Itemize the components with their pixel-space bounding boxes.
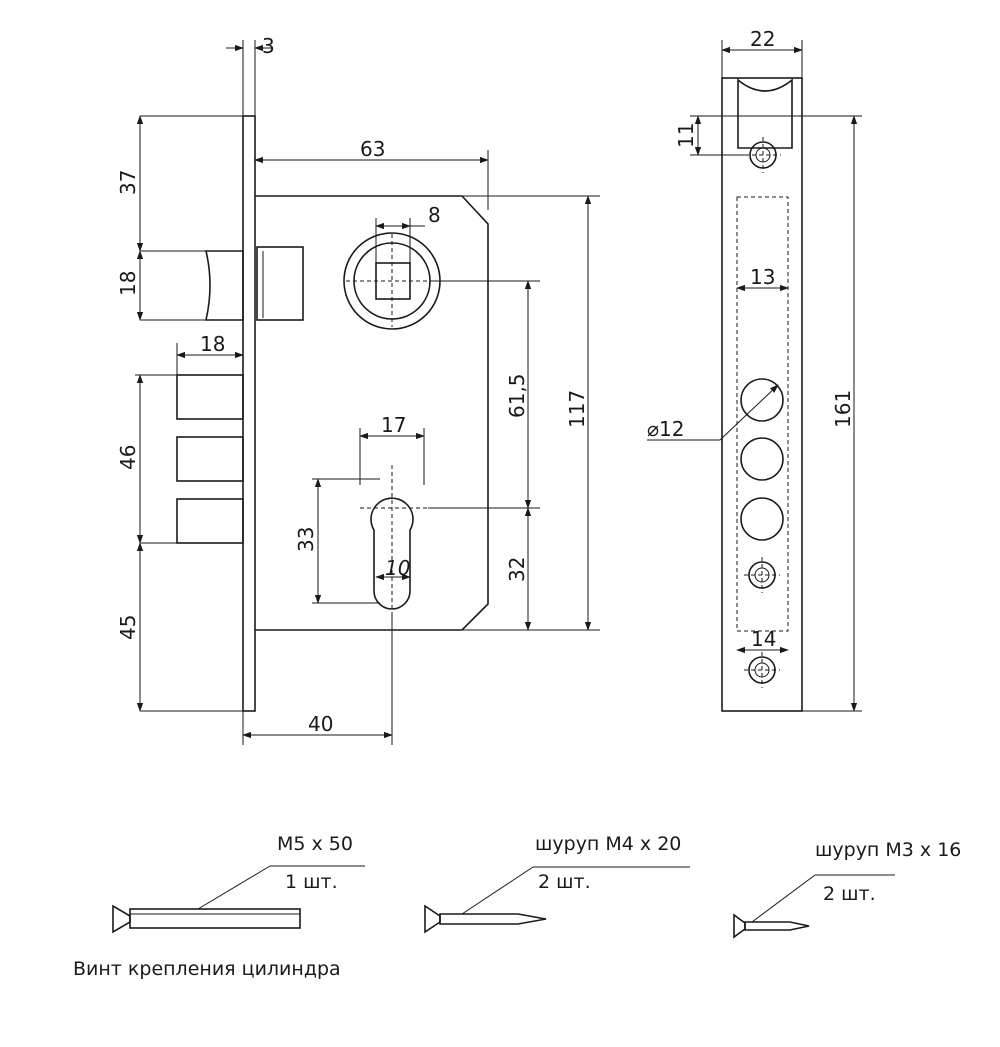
dim-13: 13 bbox=[750, 265, 775, 289]
front-dimensions: 3 37 18 46 45 18 63 8 17 bbox=[116, 34, 600, 745]
dim-32: 32 bbox=[505, 557, 529, 582]
dim-46: 46 bbox=[116, 445, 140, 470]
faceplate-front bbox=[242, 115, 256, 712]
spindle-hub bbox=[343, 232, 441, 330]
dim-14: 14 bbox=[751, 627, 776, 651]
dim-11: 11 bbox=[674, 123, 698, 148]
dim-40: 40 bbox=[308, 712, 333, 736]
cylinder-cutout bbox=[360, 465, 428, 615]
side-dimensions: 22 11 161 13 ⌀12 14 bbox=[647, 27, 862, 712]
side-view bbox=[721, 77, 803, 712]
dim-3: 3 bbox=[262, 34, 275, 58]
dim-37: 37 bbox=[116, 170, 140, 195]
screw-hole-middle bbox=[744, 557, 780, 593]
dim-8: 8 bbox=[428, 203, 441, 227]
screw-hole-top bbox=[745, 137, 781, 173]
dim-diameter-12: ⌀12 bbox=[647, 417, 685, 441]
lock-body bbox=[255, 195, 489, 631]
dim-22: 22 bbox=[750, 27, 775, 51]
hardware-1-spec: M5 x 50 bbox=[277, 833, 353, 855]
dim-33: 33 bbox=[294, 527, 318, 552]
dim-61-5: 61,5 bbox=[505, 373, 529, 418]
dim-10: 10 bbox=[385, 556, 410, 580]
screw-m5x50: M5 x 50 1 шт. Винт крепления цилиндра bbox=[73, 833, 365, 980]
screw-hole-bottom bbox=[744, 652, 780, 688]
dim-117: 117 bbox=[565, 390, 589, 428]
hardware-1-qty: 1 шт. bbox=[285, 871, 338, 893]
hardware-1-caption: Винт крепления цилиндра bbox=[73, 958, 341, 980]
hardware-2-spec: шуруп M4 x 20 bbox=[535, 833, 681, 855]
bolt-holes bbox=[740, 378, 784, 541]
dim-161: 161 bbox=[831, 390, 855, 428]
dim-17: 17 bbox=[381, 413, 406, 437]
deadbolts bbox=[176, 374, 244, 544]
dim-63: 63 bbox=[360, 137, 385, 161]
screw-m3x16: шуруп M3 x 16 2 шт. bbox=[733, 839, 961, 939]
faceplate-side bbox=[721, 77, 803, 712]
hardware-2-qty: 2 шт. bbox=[538, 871, 591, 893]
front-view bbox=[176, 115, 489, 712]
dim-18-horizontal: 18 bbox=[200, 332, 225, 356]
body-cutout bbox=[736, 196, 789, 632]
hardware-3-qty: 2 шт. bbox=[823, 883, 876, 905]
hardware-3-spec: шуруп M3 x 16 bbox=[815, 839, 961, 861]
dim-18-vertical: 18 bbox=[116, 271, 140, 296]
dim-45: 45 bbox=[116, 615, 140, 640]
screw-m4x20: шуруп M4 x 20 2 шт. bbox=[424, 833, 690, 934]
